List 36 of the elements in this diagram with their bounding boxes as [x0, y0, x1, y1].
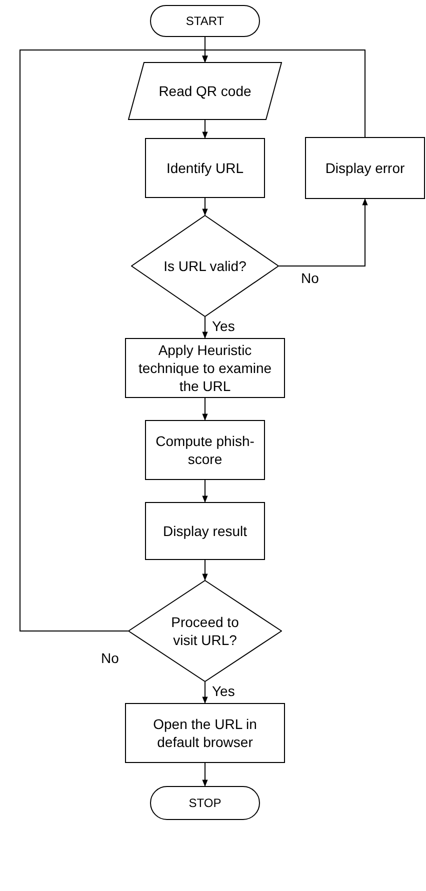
node-text: STOP	[188, 795, 222, 812]
node-text: Identify URL	[165, 159, 245, 177]
decision-diamond	[128, 580, 282, 682]
edge-label: No	[100, 650, 120, 666]
edge-label: Yes	[211, 683, 236, 699]
arrow	[20, 50, 208, 632]
arrow	[202, 480, 208, 503]
arrow	[202, 398, 208, 421]
node-text: Read QR code	[158, 82, 252, 100]
input-parallelogram	[128, 62, 282, 120]
arrow	[202, 762, 208, 787]
edge-label: No	[300, 270, 320, 286]
node-text: Open the URL in default browser	[152, 715, 258, 751]
node-text: Proceed to visit URL?	[170, 613, 240, 649]
process-box	[145, 420, 265, 480]
arrow	[202, 682, 208, 704]
decision-diamond	[131, 215, 279, 317]
process-box	[125, 703, 285, 763]
node-text: Display result	[162, 522, 248, 540]
process-box	[125, 338, 285, 398]
arrow	[278, 198, 368, 266]
edge-label: Yes	[211, 318, 236, 334]
node-text: Compute phish-score	[154, 432, 256, 468]
process-box	[145, 138, 265, 198]
process-box	[145, 502, 265, 560]
stop-terminal	[150, 786, 260, 820]
node-text: Is URL valid?	[162, 257, 248, 275]
node-text: Apply Heuristic technique to examine the URL	[137, 341, 273, 395]
arrow	[202, 120, 208, 139]
start-terminal	[150, 5, 260, 37]
arrow	[202, 560, 208, 581]
process-box	[305, 137, 425, 199]
arrow	[202, 198, 208, 216]
node-text: Display error	[324, 159, 406, 177]
arrow	[202, 316, 208, 339]
node-text: START	[186, 13, 224, 30]
